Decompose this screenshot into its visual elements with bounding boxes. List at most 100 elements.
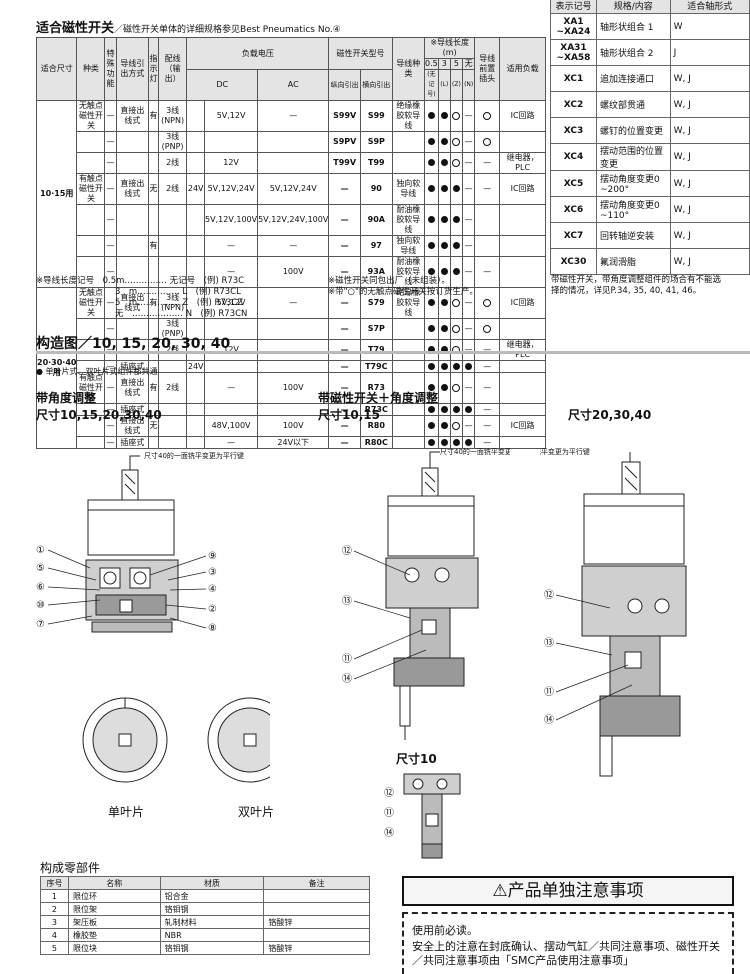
length-note: ※导线长度记号 0.5m…………… 无记号 (例) R73C 3 m…………… …: [36, 276, 326, 320]
part-name: 限位架: [67, 902, 161, 916]
part-remark: [263, 928, 370, 942]
common-note: ● 单叶片式、双叶片式组件都共通: [36, 367, 158, 376]
len-3-cell: [437, 173, 451, 205]
wire-cell: 直接出线式: [115, 173, 150, 205]
special-cell: —: [104, 100, 117, 132]
callout-13: ⑬: [342, 595, 352, 607]
len-05-cell: [424, 100, 439, 132]
filled-dot-icon: [427, 112, 435, 119]
len-5-cell: [449, 235, 464, 257]
load-cell: IC回路: [499, 100, 546, 132]
filled-dot-icon: [452, 405, 460, 413]
option-shaft: W, J: [669, 196, 750, 223]
mid-assembly-drawing: 尺寸40的一面铣平变更为平行键 ⑫ ⑬ ⑪ ⑭: [342, 447, 510, 740]
th-wire: 导线引出方式: [115, 37, 150, 101]
vert-model-cell: T99V: [328, 152, 361, 174]
cable-cell: [391, 339, 426, 361]
right-size: 尺寸20,30,40: [568, 408, 652, 422]
special-cell: —: [104, 204, 117, 236]
filled-dot-icon: [427, 438, 435, 446]
prewire-cell: —: [474, 173, 501, 205]
len-5-cell: [449, 204, 464, 236]
len-none-cell: —: [462, 415, 476, 437]
supply-cell: [186, 152, 206, 174]
len-3-cell: [437, 339, 451, 361]
callout-6: ⑥: [36, 582, 45, 593]
prewire-cell: —: [474, 339, 501, 361]
wiring-cell: 2线: [157, 152, 188, 174]
wiring-cell: [157, 204, 188, 236]
length-note-line: 3 m…………… L (例) R73CL: [115, 287, 241, 297]
option-shaft: W, J: [669, 170, 750, 197]
callout-12-right: ⑫: [544, 589, 554, 601]
option-code: XA1 ~XA24: [550, 13, 597, 40]
len-3-cell: [437, 403, 451, 416]
th-l5s: (Z): [449, 69, 464, 101]
vert-model-cell: —: [328, 287, 361, 319]
callout-13-right: ⑬: [544, 637, 554, 649]
filled-dot-icon: [427, 216, 435, 223]
filled-dot-icon: [440, 362, 448, 370]
callout-1: ①: [36, 545, 45, 556]
open-dot-icon: [452, 421, 461, 430]
prewire-cell: —: [474, 403, 501, 416]
wiring-cell: 2线: [157, 173, 188, 205]
th-size: 适合尺寸: [35, 37, 78, 101]
option-spec: 回转轴逆安装: [595, 222, 671, 249]
len-5-cell: [449, 415, 464, 437]
option-spec: 轴形状组合 1: [595, 13, 671, 40]
part-no: 5: [40, 941, 69, 955]
cable-cell: [391, 318, 426, 340]
horiz-model-cell: S9P: [360, 131, 393, 153]
open-dot-icon: [483, 111, 492, 120]
callout-9: ⑨: [208, 551, 217, 562]
callout-14-right: ⑭: [544, 714, 554, 726]
len-3-cell: [437, 436, 451, 449]
load-cell: [499, 256, 546, 288]
type-cell: 无触点磁性开关: [76, 287, 106, 319]
note-line: ※带"○"的无触点磁性开关按订货生产。: [328, 287, 478, 297]
callout-2: ②: [208, 604, 217, 615]
cable-cell: 耐油橡胶软导线: [391, 204, 426, 236]
prewire-cell: [474, 235, 501, 257]
option-spec: 氟润滑脂: [595, 248, 671, 275]
option-code: XC5: [550, 170, 597, 197]
filled-dot-icon: [465, 438, 473, 446]
len-3-cell: [437, 131, 451, 153]
horiz-model-cell: T79: [360, 339, 393, 361]
left-size: 尺寸10,15,20,30,40: [36, 408, 162, 422]
len-5-cell: [449, 360, 464, 373]
part-name: 橡胶垫: [67, 928, 161, 942]
len-none-cell: —: [462, 372, 476, 404]
type-cell: [76, 235, 106, 257]
open-dot-icon: [452, 158, 461, 167]
filled-dot-icon: [440, 384, 448, 391]
option-code: XA31 ~XA58: [550, 39, 597, 66]
th-ac: AC: [257, 69, 330, 101]
cable-cell: 绝缘橡胶软导线: [391, 100, 426, 132]
open-dot-icon: [452, 137, 461, 146]
wiring-cell: [157, 415, 188, 437]
len-05-cell: [424, 131, 439, 153]
supply-cell: [186, 415, 206, 437]
dc-cell: —: [204, 235, 259, 257]
option-spec: 轴形状组合 2: [595, 39, 671, 66]
filled-dot-icon: [427, 159, 435, 166]
cable-cell: 绝缘橡胶软导线: [391, 287, 426, 319]
th-prewire: 导线前置插头: [474, 37, 501, 101]
th-horiz: 横向引出: [360, 69, 393, 101]
filled-dot-icon: [427, 362, 435, 370]
callout-7: ⑦: [36, 619, 45, 630]
vert-model-cell: S9PV: [328, 131, 361, 153]
len-05-cell: [424, 173, 439, 205]
th-l05s: (无记号): [424, 69, 439, 101]
ac-cell: [257, 339, 330, 361]
options-note: 带磁性开关，带角度调整组件的场合有不能选择的情况，详见P.34, 35, 40,…: [551, 275, 722, 296]
ac-cell: —: [257, 235, 330, 257]
